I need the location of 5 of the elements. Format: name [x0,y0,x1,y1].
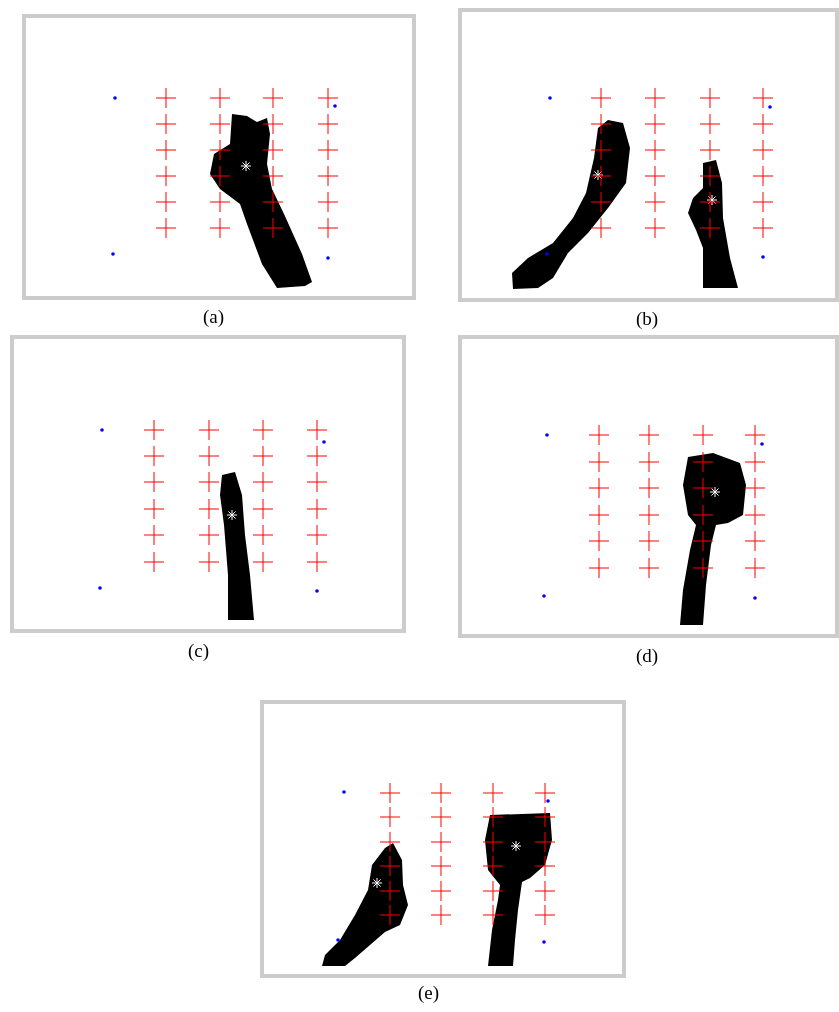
panel-caption: (e) [418,982,440,1004]
panel-caption: (a) [203,306,225,328]
panel-caption: (b) [636,308,659,330]
panel-caption: (d) [636,645,659,667]
panel-caption: (c) [188,640,210,662]
